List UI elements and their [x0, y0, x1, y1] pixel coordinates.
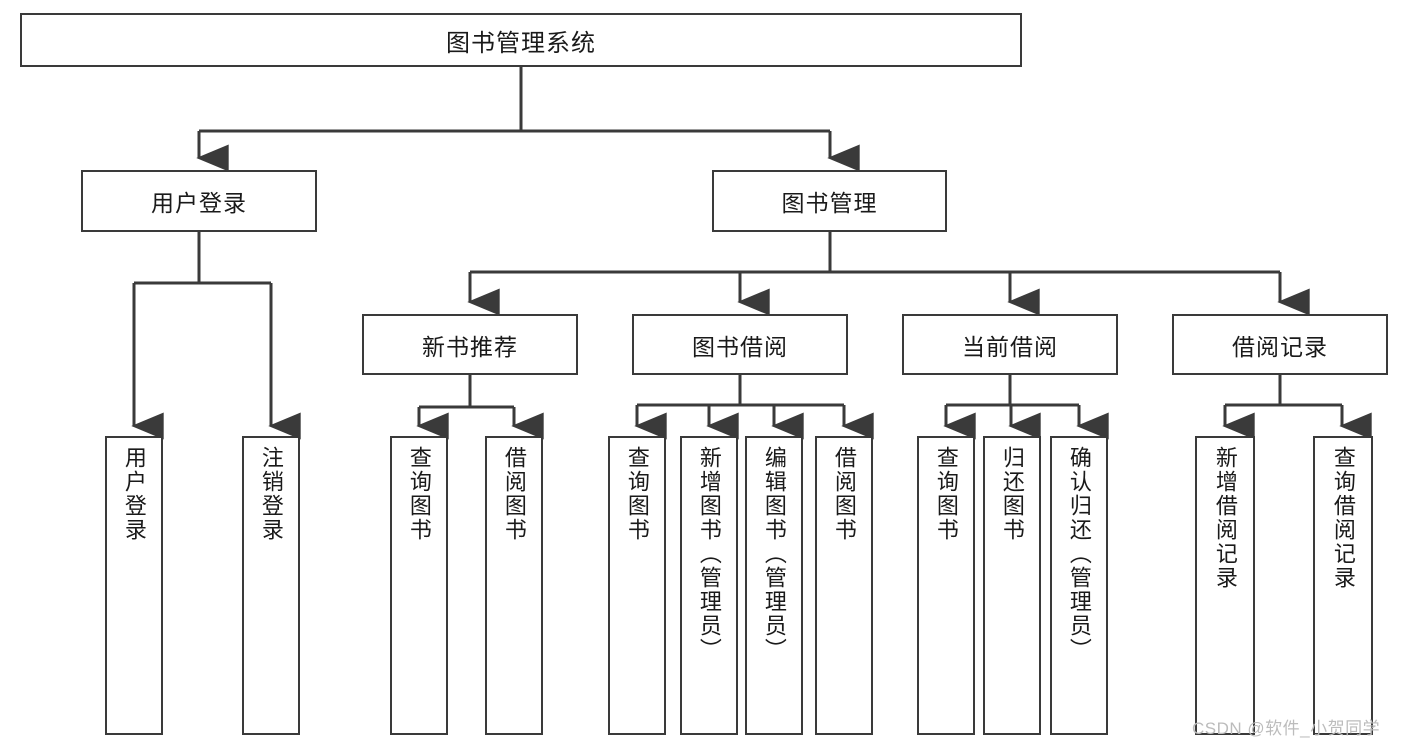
- node-label: 新增借阅记录: [1212, 446, 1238, 590]
- node-label: 用户登录: [121, 446, 147, 542]
- leaf-user-login[interactable]: 用户登录: [105, 436, 163, 735]
- node-book-management[interactable]: 图书管理: [712, 170, 947, 232]
- leaf-current-query-book[interactable]: 查询图书: [917, 436, 975, 735]
- node-label: 图书借阅: [692, 333, 788, 360]
- node-label: 归还图书: [999, 446, 1025, 542]
- node-label: 查询图书: [933, 446, 959, 542]
- node-root-book-management-system[interactable]: 图书管理系统: [20, 13, 1022, 67]
- leaf-recommend-query-book[interactable]: 查询图书: [390, 436, 448, 735]
- node-label: 用户登录: [151, 190, 247, 216]
- node-label: 注销登录: [258, 446, 284, 542]
- node-label: 查询图书: [406, 446, 432, 542]
- leaf-record-query-borrow-record[interactable]: 查询借阅记录: [1313, 436, 1373, 735]
- node-user-login[interactable]: 用户登录: [81, 170, 317, 232]
- watermark-text: CSDN @软件_小贺同学: [1192, 719, 1381, 738]
- node-label: 新书推荐: [422, 333, 518, 360]
- node-label: 查询图书: [624, 446, 650, 542]
- leaf-record-add-borrow-record[interactable]: 新增借阅记录: [1195, 436, 1255, 735]
- node-current-borrow[interactable]: 当前借阅: [902, 314, 1118, 375]
- node-label: 确认归还（管理员）: [1066, 446, 1092, 662]
- leaf-user-logout[interactable]: 注销登录: [242, 436, 300, 735]
- node-new-book-recommend[interactable]: 新书推荐: [362, 314, 578, 375]
- node-label: 借阅图书: [501, 446, 527, 542]
- node-label: 新增图书（管理员）: [696, 446, 722, 662]
- leaf-borrow-edit-book-admin[interactable]: 编辑图书（管理员）: [745, 436, 803, 735]
- node-label: 图书管理: [781, 190, 878, 216]
- node-book-borrow[interactable]: 图书借阅: [632, 314, 848, 375]
- node-label: 编辑图书（管理员）: [761, 446, 787, 662]
- leaf-current-return-book[interactable]: 归还图书: [983, 436, 1041, 735]
- leaf-borrow-query-book[interactable]: 查询图书: [608, 436, 666, 735]
- node-label: 借阅记录: [1232, 333, 1328, 360]
- node-borrow-record[interactable]: 借阅记录: [1172, 314, 1388, 375]
- leaf-recommend-borrow-book[interactable]: 借阅图书: [485, 436, 543, 735]
- node-label: 图书管理系统: [446, 29, 596, 57]
- node-label: 当前借阅: [962, 333, 1058, 360]
- node-label: 借阅图书: [831, 446, 857, 542]
- leaf-current-confirm-return-admin[interactable]: 确认归还（管理员）: [1050, 436, 1108, 735]
- leaf-borrow-borrow-book[interactable]: 借阅图书: [815, 436, 873, 735]
- leaf-borrow-add-book-admin[interactable]: 新增图书（管理员）: [680, 436, 738, 735]
- node-label: 查询借阅记录: [1330, 446, 1356, 590]
